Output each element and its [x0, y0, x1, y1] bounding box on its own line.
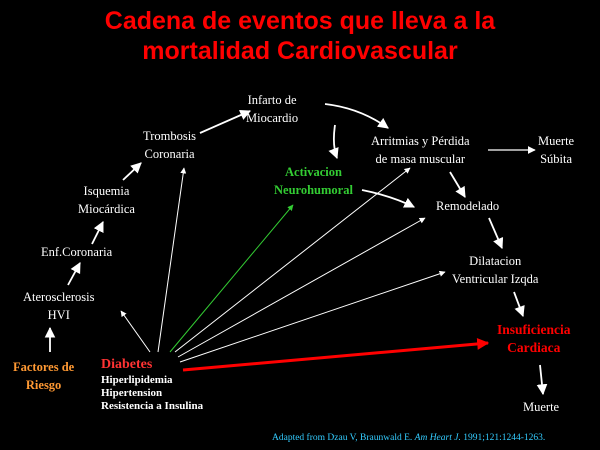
citation: Adapted from Dzau V, Braunwald E. Am Hea…: [272, 433, 545, 443]
node-remodelado: Remodelado: [436, 199, 500, 213]
arrow-infarto-to-arritmias: [324, 103, 389, 129]
arrow-enf-coronaria-to-isquemia: [91, 221, 104, 245]
arrow-dilatacion-to-insuficiencia: [513, 291, 525, 318]
citation-suffix: 1991;121:1244-1263.: [460, 433, 546, 443]
diabetes-conditions-list: Hiperlipidemia Hipertension Resistencia …: [101, 374, 203, 413]
slide-title-line-2: mortalidad Cardiovascular: [142, 37, 458, 65]
arrow-diabetes-to-insuficiencia: [182, 337, 490, 372]
citation-prefix: Adapted from Dzau V, Braunwald E.: [272, 433, 415, 443]
node-diabetes: Diabetes: [101, 357, 153, 372]
arrow-diabetes-to-activacion: [169, 204, 294, 353]
node-enf-coronaria: Enf.Coronaria: [41, 245, 113, 259]
arrow-diabetes-to-trombosis: [157, 167, 187, 353]
arrow-diabetes-to-remodelado: [177, 217, 426, 358]
arrow-infarto-to-activacion: [328, 124, 339, 160]
arrow-arritmias-to-remodelado: [449, 171, 466, 198]
node-muerte: Muerte: [523, 400, 560, 414]
condition-hipertension: Hipertension: [101, 387, 163, 399]
slide-title-line-1: Cadena de eventos que lleva a la: [104, 7, 496, 35]
arrow-aterosclerosis-to-enf-coronaria: [67, 262, 81, 286]
condition-resistencia-insulina: Resistencia a Insulina: [101, 400, 204, 412]
arrow-insuficiencia-to-muerte: [536, 364, 548, 396]
arrow-trombosis-to-infarto: [199, 109, 251, 134]
citation-journal: Am Heart J.: [414, 433, 461, 443]
arrow-diabetes-to-aterosclerosis: [120, 310, 151, 353]
arrow-diabetes-to-arritmias: [174, 167, 411, 353]
arrow-remodelado-to-dilatacion: [488, 217, 504, 249]
arrow-diabetes-to-dilatacion: [179, 270, 446, 363]
arrow-isquemia-to-trombosis: [122, 162, 142, 181]
arrow-activacion-to-remodelado: [361, 189, 415, 208]
condition-hiperlipidemia: Hiperlipidemia: [101, 374, 173, 386]
